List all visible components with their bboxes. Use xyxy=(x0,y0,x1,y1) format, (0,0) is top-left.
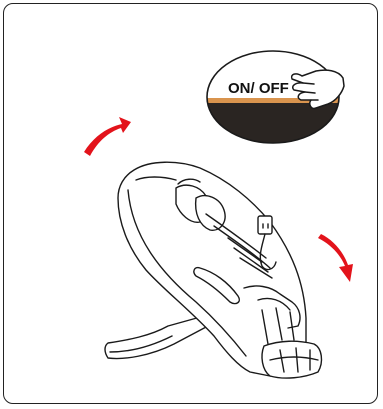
power-socket xyxy=(258,216,272,234)
switch-bottom-band xyxy=(200,103,350,153)
switch-label: ON/ OFF xyxy=(228,80,289,97)
rotate-arrow-up-icon xyxy=(84,117,131,156)
rotate-arrow-down-icon xyxy=(318,234,353,282)
switch-callout: ON/ OFF xyxy=(200,50,350,153)
massage-chair-icon xyxy=(105,162,321,378)
